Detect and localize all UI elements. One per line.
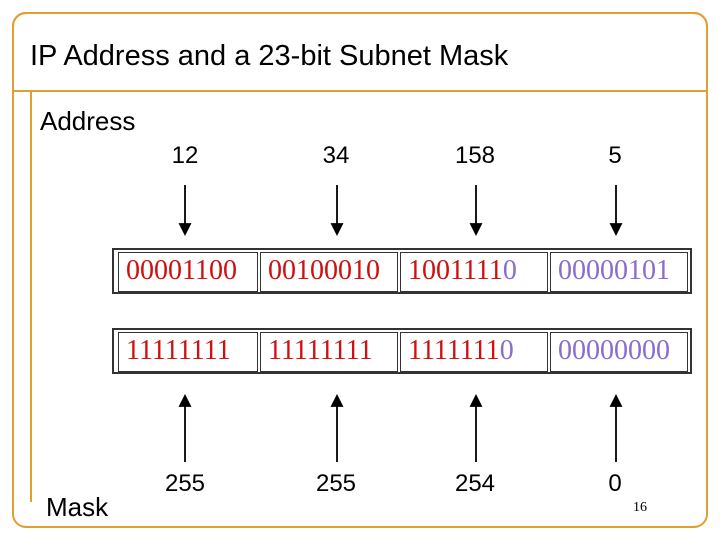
down-arrows [178,185,623,237]
mask-octet-3: 254 [454,470,496,497]
mask-bits-octet-2: 11111111 [268,335,373,366]
mask-bits-octet-1: 11111111 [126,335,231,366]
mask-octet-2: 255 [315,470,357,497]
address-octet-4: 5 [608,142,622,169]
mask-bits-octet-3-network: 1111111 [408,335,500,366]
address-bits-octet-3-host: 0 [502,255,517,286]
mask-octet-box-3 [400,332,548,372]
mask-bits-octet-3-host: 0 [499,335,514,366]
address-bits-octet-3: 10011110 [402,255,517,287]
mask-octet-box-1 [118,332,258,372]
mask-octet-4: 0 [608,470,622,497]
up-arrow-head-4 [609,393,623,407]
address-bits-octet-4: 00000101 [558,255,670,286]
left-accent-line [30,92,32,502]
address-octet-box-3 [400,252,548,292]
address-binary-row: 00001100 00100010 10011110 00000101 [112,248,692,294]
mask-bits-octet-3: 11111110 [402,335,514,367]
up-arrow-head-1 [178,393,192,407]
title-bar [12,12,708,92]
mask-bits-octet-4: 00000000 [558,335,670,366]
mask-label: Mask [46,492,109,522]
address-octet-box-4 [550,252,688,292]
mask-octet-1: 255 [164,470,206,497]
address-octet-box-2 [260,252,398,292]
mask-octet-box-2 [260,332,398,372]
address-bits-octet-3-network: 1001111 [408,255,503,286]
up-arrows [178,393,623,462]
down-arrow-head-3 [469,223,483,237]
down-arrow-head-2 [330,223,344,237]
up-arrow-head-3 [469,393,483,407]
mask-binary-row: 11111111 11111111 11111110 00000000 [112,328,692,374]
address-octet-2: 34 [322,142,350,169]
address-octet-box-1 [118,252,258,292]
address-label: Address [40,106,136,136]
address-octet-1: 12 [171,142,199,169]
address-octet-3: 158 [454,142,496,169]
address-bits-octet-2: 00100010 [268,255,380,286]
mask-octet-box-4 [550,332,688,372]
down-arrow-head-1 [178,223,192,237]
up-arrow-head-2 [330,393,344,407]
page-number: 16 [633,500,647,515]
address-bits-octet-1: 00001100 [126,255,237,286]
down-arrow-head-4 [609,223,623,237]
slide-title: IP Address and a 23-bit Subnet Mask [30,40,509,72]
